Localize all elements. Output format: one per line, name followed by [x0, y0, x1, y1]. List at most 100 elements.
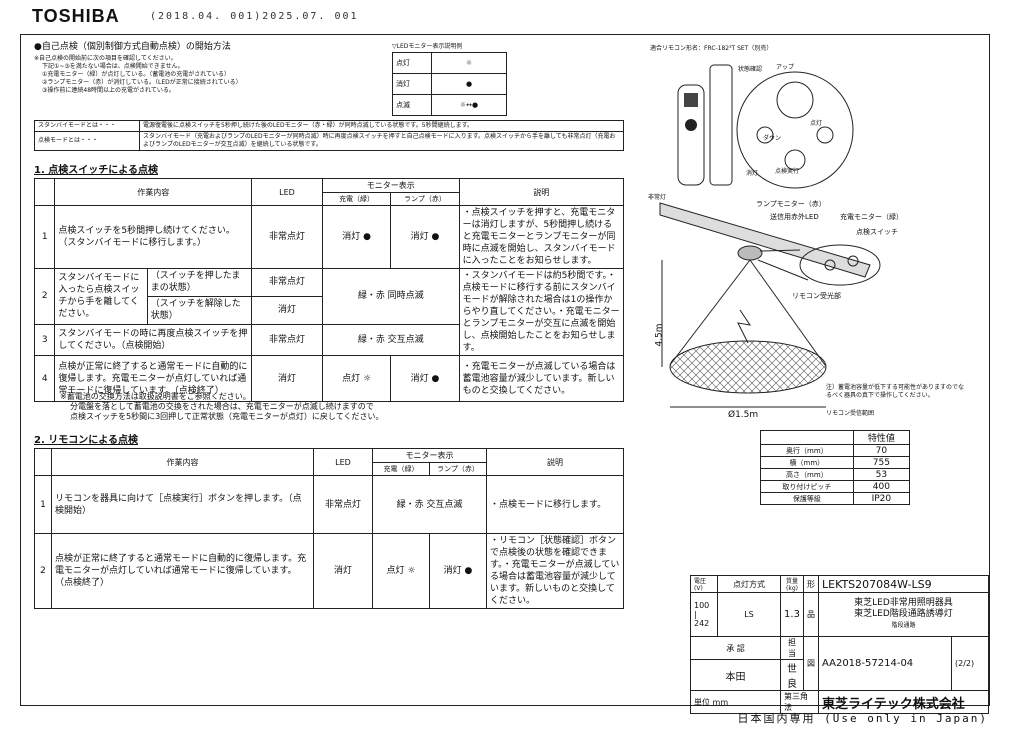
lamp-monitor-label: ランプモニター（赤） [756, 200, 826, 208]
check-button [784, 149, 806, 171]
receiving-area [669, 340, 827, 394]
section-start-title: ●自己点検（個別制御方式自動点検）の開始方法 [34, 42, 231, 52]
diameter-label: Ø1.5m [728, 410, 759, 420]
spec-label: 取り付けピッチ [760, 480, 854, 493]
legend-label: 点灯 [392, 52, 432, 74]
term: スタンバイモードとは・・・ [34, 120, 140, 132]
spec-label: 保護等級 [760, 492, 854, 505]
term: 点検モードとは・・・ [34, 131, 140, 151]
ir-led [824, 259, 836, 271]
blink-icon: ☼↔● [431, 94, 507, 116]
section1-title: 1. 点検スイッチによる点検 [34, 165, 158, 176]
tb-name: 東芝LED非常用照明器具 [854, 598, 953, 608]
row-led: 非常点灯 [313, 475, 373, 534]
row-led: 非常点灯 [251, 268, 323, 297]
row-work: 点検スイッチを5秒間押し続けてください。（スタンバイモードに移行します。） [54, 205, 253, 269]
row-led: 消灯 [251, 295, 323, 325]
sun-icon: ☼ [431, 52, 507, 74]
row-charge: 点灯 ☼ [372, 533, 430, 609]
sensor-zoom [799, 244, 881, 286]
definition: 電源復電後に点検スイッチを5秒押し続けた後のLEDモニター（赤・緑）が同時点滅し… [139, 120, 624, 132]
legend-title: ▽LEDモニター表示説明例 [392, 43, 463, 50]
row-sub: （スイッチを解除した状態） [146, 295, 253, 325]
spec-label: 高さ（mm） [760, 468, 854, 481]
start-line: ①充電モニター（緑）が点灯している。（蓄電池の充電がされている） [42, 71, 231, 78]
remote-btn-label: アップ [776, 64, 795, 71]
row-sub: （スイッチを押したままの状態） [146, 268, 253, 297]
switch [847, 255, 859, 267]
row-monitor: 緑・赤 交互点滅 [372, 475, 487, 534]
legend-label: 消灯 [392, 73, 432, 95]
on-button [816, 126, 834, 144]
led-legend: ▽LEDモニター表示説明例 点灯☼ 消灯● 点滅☼↔● [392, 43, 507, 116]
tb-side: 品 [803, 592, 819, 637]
col-led: LED [313, 448, 373, 476]
remote-panel-circle [736, 71, 854, 189]
tb-model: LEKTS207084W-LS9 [818, 575, 989, 593]
spec-label: 奥行（mm） [760, 444, 854, 457]
receiver-label: リモコン受光部 [792, 292, 841, 300]
spec-value: 53 [852, 468, 911, 481]
row-no: 1 [34, 475, 52, 534]
row-charge: 消灯 ● [321, 205, 392, 269]
row-monitor: 緑・赤 同時点滅 [321, 268, 460, 325]
row-lamp: 消灯 ● [390, 205, 460, 269]
remote-btn-label: 状態確認 [738, 66, 763, 73]
row-lamp: 消灯 ● [390, 355, 460, 402]
row-work: リモコンを器具に向けて［点検実行］ボタンを押します。（点検開始） [51, 475, 314, 534]
tb-unit: 単位 mm [690, 690, 781, 714]
row-lamp: 消灯 ● [429, 533, 487, 609]
row-desc: ・スタンバイモードは約5秒間です。・点検モードに移行する前にスタンバイモードが解… [458, 268, 625, 356]
section1-notes: ※蓄電池の交換方法は取扱説明書をご参照ください。 分電盤を落として蓄電池の交換を… [60, 392, 383, 422]
row-no: 1 [33, 205, 56, 269]
row-work: 点検が正常に終了すると通常モードに自動的に復帰します。充電モニターが点灯していれ… [54, 355, 253, 402]
col-desc: 説明 [486, 448, 624, 476]
fixture-body [659, 202, 871, 278]
col-monitor: モニター表示 [321, 178, 460, 193]
tb-method: LS [717, 592, 781, 637]
section1-table: 作業内容 LED モニター表示 説明 充電（緑） ランプ（赤） 1 点検スイッチ… [33, 178, 625, 402]
fixture-diagram [659, 64, 881, 408]
remote-screen [684, 93, 698, 107]
col-lamp: ランプ（赤） [429, 462, 487, 476]
dot-icon: ● [431, 73, 507, 95]
row-led: 非常点灯 [251, 323, 323, 357]
col-desc: 説明 [458, 178, 625, 206]
row-no: 2 [33, 268, 56, 325]
tb-product-names: 東芝LED非常用照明器具 東芝LED階段通路誘導灯 階段通路 [818, 592, 989, 637]
status-button [776, 81, 814, 119]
revision-dates: (2018.04. 001)2025.07. 001 [150, 11, 359, 22]
diagram-note: 注）蓄電池容量が低下する可能性がありますのでなるべく器具の真下で操作してください… [826, 384, 965, 399]
row-no: 3 [33, 323, 56, 357]
col-work: 作業内容 [54, 178, 253, 206]
col-charge: 充電（緑） [372, 462, 430, 476]
row-desc: ・点検モードに移行します。 [486, 475, 624, 534]
tb-approver: 本田 [690, 659, 781, 691]
remote-btn-label: ダウン [763, 135, 782, 142]
charge-monitor-label: 充電モニター（緑） [840, 213, 903, 221]
height-label: 4.5m [654, 323, 665, 347]
remote-model-label: 適合リモコン形名：FRC-182³T SET（別売） [650, 45, 773, 52]
tb-drawing-no: AA2018-57214-04 [818, 636, 952, 691]
signal-icon [737, 309, 752, 344]
section2-table: 作業内容 LED モニター表示 説明 充電（緑） ランプ（赤） 1 リモコンを器… [34, 448, 624, 609]
check-switch-label: 点検スイッチ [856, 228, 898, 236]
tb-company: 東芝ライテック株式会社 [818, 690, 989, 714]
row-led: 非常点灯 [251, 205, 323, 269]
row-work: 点検が正常に終了すると通常モードに自動的に復帰します。充電モニターが点灯していれ… [51, 533, 314, 609]
row-led: 消灯 [251, 355, 323, 402]
drawing-frame [20, 34, 990, 706]
definition: スタンバイモード（充電およびランプのLEDモニターが同時点滅）時に再度点検スイッ… [139, 131, 624, 151]
tb-angle: 第三角法 [780, 690, 819, 714]
tb-side: 形 [803, 575, 819, 593]
title-block: 電圧(V) 点灯方式 質量(kg) 形 LEKTS207084W-LS9 100… [690, 575, 989, 714]
tb-charge: 担 当 [780, 636, 804, 660]
range-label: リモコン受信範囲 [826, 410, 875, 417]
off-button [756, 126, 774, 144]
tb-weight: 1.3 [780, 592, 804, 637]
tb-name: 階段通路 [891, 622, 916, 629]
spec-label: 横（mm） [760, 456, 854, 469]
spec-value: IP20 [852, 492, 911, 505]
start-line: 下記①~③を満たない場合は、点検開始できません。 [42, 63, 184, 70]
